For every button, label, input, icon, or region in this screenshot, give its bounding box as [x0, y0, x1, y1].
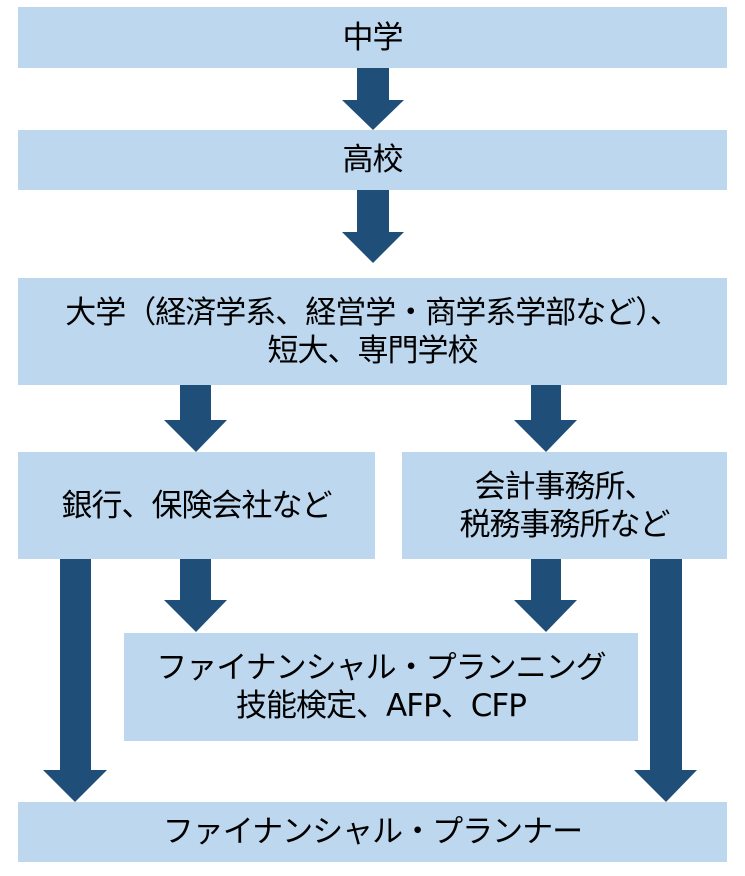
node-accounting-label-line1: 会計事務所、 [474, 468, 656, 505]
node-junior-high-label: 中学 [342, 19, 404, 56]
node-junior-high: 中学 [18, 7, 727, 68]
node-university-label-line2: 短大、専門学校 [267, 332, 479, 369]
node-university: 大学（経済学系、経営学・商学系学部など）、 短大、専門学校 [18, 278, 727, 385]
node-planner-label: ファイナンシャル・プランナー [162, 814, 583, 850]
node-planner: ファイナンシャル・プランナー [18, 802, 727, 862]
node-certification-label-line2: 技能検定、AFP、CFP [236, 688, 527, 724]
node-certification: ファイナンシャル・プランニング 技能検定、AFP、CFP [124, 633, 638, 741]
arrow-university-to-accounting [514, 385, 577, 452]
node-certification-label-line1: ファイナンシャル・プランニング [156, 650, 606, 686]
arrow-banks-to-planner [43, 559, 107, 802]
node-accounting: 会計事務所、 税務事務所など [402, 452, 727, 559]
arrow-university-to-banks [164, 385, 227, 452]
arrow-junior-high-to-high-school [342, 68, 404, 130]
arrow-accounting-to-certification [514, 559, 577, 632]
node-banks-label: 銀行、保険会社など [61, 487, 333, 524]
node-high-school: 高校 [18, 130, 727, 190]
arrow-accounting-to-planner [634, 559, 697, 802]
arrow-high-school-to-university [342, 190, 404, 263]
node-accounting-label-line2: 税務事務所など [459, 506, 671, 543]
node-university-label-line1: 大学（経済学系、経営学・商学系学部など）、 [65, 294, 680, 331]
node-banks: 銀行、保険会社など [18, 452, 375, 559]
node-high-school-label: 高校 [342, 142, 404, 178]
arrow-banks-to-certification [164, 559, 227, 632]
